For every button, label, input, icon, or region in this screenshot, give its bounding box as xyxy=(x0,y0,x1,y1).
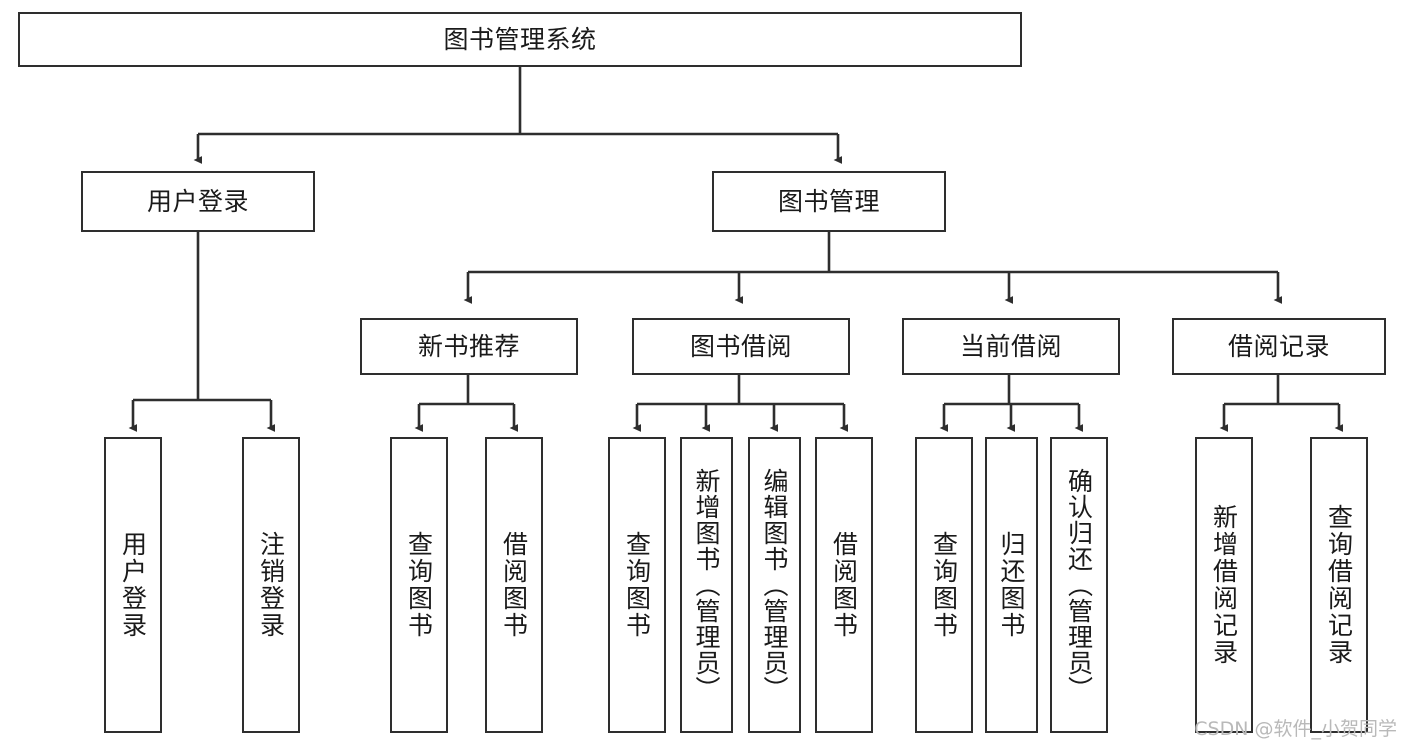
node-new-book-recommend-label: 新书推荐 xyxy=(417,332,520,361)
node-leaf-query-record-label: 查询借阅记录 xyxy=(1324,504,1354,666)
node-borrow-record[interactable]: 借阅记录 xyxy=(1172,318,1386,375)
node-leaf-edit-book[interactable]: 编辑图书（管理员） xyxy=(748,437,801,733)
node-new-book-recommend[interactable]: 新书推荐 xyxy=(360,318,578,375)
node-root[interactable]: 图书管理系统 xyxy=(18,12,1022,67)
node-leaf-add-record[interactable]: 新增借阅记录 xyxy=(1195,437,1253,733)
node-user-login-label: 用户登录 xyxy=(146,187,249,216)
node-leaf-add-record-label: 新增借阅记录 xyxy=(1209,504,1239,666)
node-book-borrow-label: 图书借阅 xyxy=(689,332,792,361)
node-leaf-query-record[interactable]: 查询借阅记录 xyxy=(1310,437,1368,733)
node-current-borrow[interactable]: 当前借阅 xyxy=(902,318,1120,375)
node-leaf-edit-book-label: 编辑图书（管理员） xyxy=(760,468,789,702)
csdn-watermark: CSDN @软件_小贺同学 xyxy=(1194,718,1397,740)
node-leaf-return-book[interactable]: 归还图书 xyxy=(985,437,1038,733)
node-leaf-user-login-label: 用户登录 xyxy=(118,531,148,639)
node-book-borrow[interactable]: 图书借阅 xyxy=(632,318,850,375)
node-leaf-query-book-1-label: 查询图书 xyxy=(404,531,434,639)
node-leaf-confirm-return-label: 确认归还（管理员） xyxy=(1064,468,1094,702)
node-leaf-borrow-book-2[interactable]: 借阅图书 xyxy=(815,437,873,733)
node-leaf-confirm-return[interactable]: 确认归还（管理员） xyxy=(1050,437,1108,733)
node-leaf-add-book[interactable]: 新增图书（管理员） xyxy=(680,437,733,733)
node-leaf-logout-label: 注销登录 xyxy=(256,531,286,639)
node-leaf-query-book-2[interactable]: 查询图书 xyxy=(608,437,666,733)
node-leaf-user-login[interactable]: 用户登录 xyxy=(104,437,162,733)
node-book-manage[interactable]: 图书管理 xyxy=(712,171,946,232)
node-leaf-return-book-label: 归还图书 xyxy=(997,531,1026,639)
node-borrow-record-label: 借阅记录 xyxy=(1227,332,1330,361)
node-leaf-query-book-3-label: 查询图书 xyxy=(929,531,959,639)
node-leaf-borrow-book-2-label: 借阅图书 xyxy=(829,531,859,639)
node-leaf-borrow-book-1-label: 借阅图书 xyxy=(499,531,529,639)
node-leaf-add-book-label: 新增图书（管理员） xyxy=(692,468,721,702)
node-leaf-query-book-3[interactable]: 查询图书 xyxy=(915,437,973,733)
node-book-manage-label: 图书管理 xyxy=(777,187,880,216)
node-user-login[interactable]: 用户登录 xyxy=(81,171,315,232)
node-leaf-borrow-book-1[interactable]: 借阅图书 xyxy=(485,437,543,733)
node-root-label: 图书管理系统 xyxy=(443,25,597,54)
node-leaf-query-book-2-label: 查询图书 xyxy=(622,531,652,639)
node-current-borrow-label: 当前借阅 xyxy=(959,332,1062,361)
node-leaf-query-book-1[interactable]: 查询图书 xyxy=(390,437,448,733)
node-leaf-logout[interactable]: 注销登录 xyxy=(242,437,300,733)
